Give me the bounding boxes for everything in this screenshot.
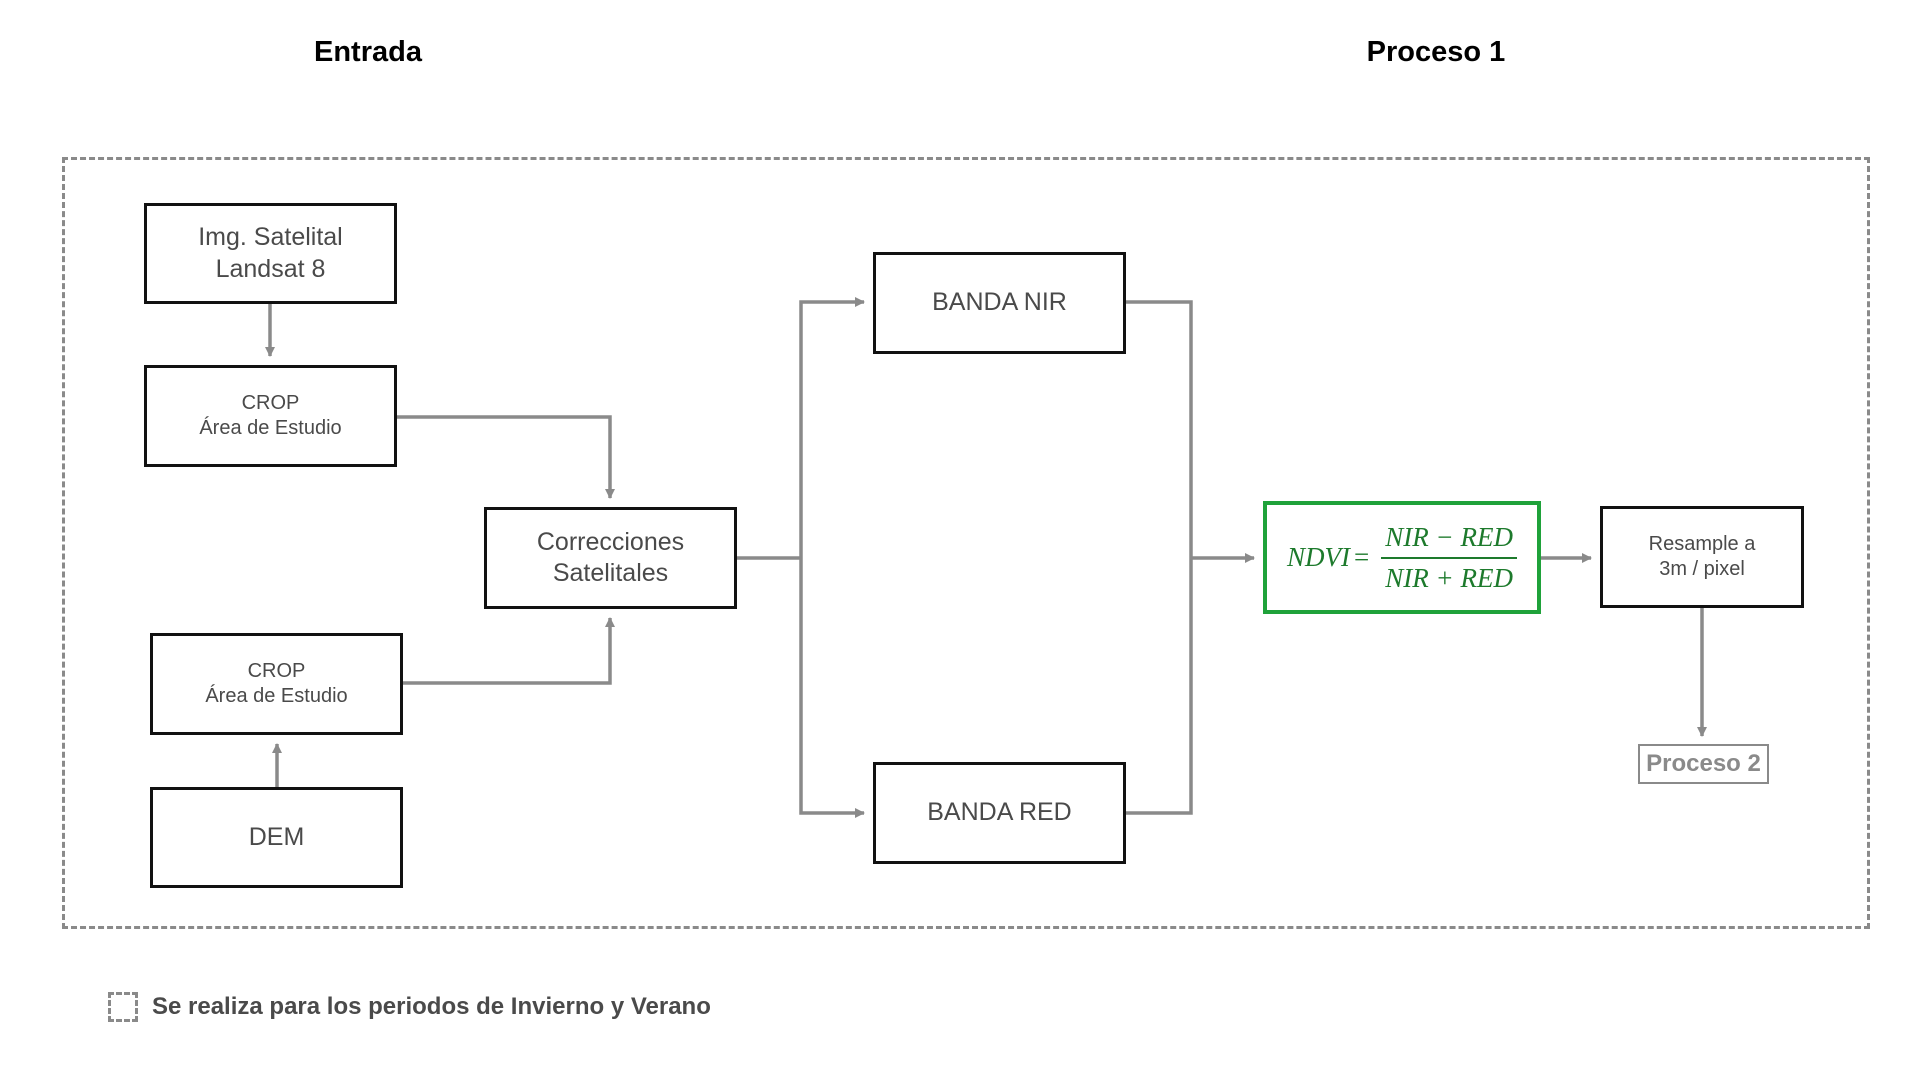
connector-red-merge bbox=[1126, 558, 1193, 815]
node-label-line2: Área de Estudio bbox=[205, 685, 348, 707]
connector-nir-merge bbox=[1126, 300, 1193, 558]
node-ndvi-formula: NDVI = NIR − RED NIR + RED bbox=[1263, 501, 1541, 614]
arrow-crop2-to-correcciones bbox=[403, 617, 615, 685]
node-label-line1: Img. Satelital bbox=[198, 223, 343, 252]
node-label-line1: Correcciones bbox=[536, 527, 685, 556]
node-label-line1: Resample a bbox=[1648, 533, 1756, 555]
node-img-satelital-landsat8: Img. Satelital Landsat 8 bbox=[144, 203, 397, 304]
node-proceso-2: Proceso 2 bbox=[1638, 744, 1769, 784]
node-crop-area-estudio-top: CROP Área de Estudio bbox=[144, 365, 397, 467]
legend: Se realiza para los periodos de Invierno… bbox=[108, 990, 711, 1024]
ndvi-denominator: NIR + RED bbox=[1385, 562, 1513, 593]
node-label-line2: Satelitales bbox=[552, 559, 669, 587]
ndvi-numerator: NIR − RED bbox=[1381, 522, 1517, 559]
node-dem: DEM bbox=[150, 787, 403, 888]
node-resample-3m-pixel: Resample a 3m / pixel bbox=[1600, 506, 1804, 608]
ndvi-fraction: NIR − RED NIR + RED bbox=[1381, 522, 1517, 594]
node-banda-red: BANDA RED bbox=[873, 762, 1126, 864]
node-label-line1: CROP bbox=[241, 392, 300, 414]
heading-proceso-1: Proceso 1 bbox=[1366, 36, 1506, 68]
ndvi-equals-sign: = bbox=[1354, 542, 1370, 572]
node-banda-nir: BANDA NIR bbox=[873, 252, 1126, 354]
node-label: BANDA NIR bbox=[932, 288, 1067, 317]
node-label-line2: Área de Estudio bbox=[199, 417, 342, 439]
arrow-split-to-nir bbox=[799, 297, 865, 558]
node-label: Proceso 2 bbox=[1646, 750, 1761, 777]
dashed-process-frame bbox=[62, 157, 1870, 929]
node-crop-area-estudio-bottom: CROP Área de Estudio bbox=[150, 633, 403, 735]
heading-entrada: Entrada bbox=[314, 36, 422, 68]
arrow-split-to-red bbox=[799, 558, 865, 818]
ndvi-lhs: NDVI bbox=[1287, 542, 1351, 572]
node-label: DEM bbox=[248, 822, 305, 851]
node-correcciones-satelitales: Correcciones Satelitales bbox=[484, 507, 737, 609]
node-label-line2: 3m / pixel bbox=[1659, 558, 1745, 580]
legend-dashed-swatch-icon bbox=[108, 992, 138, 1022]
node-label-line1: CROP bbox=[247, 660, 306, 682]
arrow-crop-to-correcciones bbox=[397, 415, 615, 499]
node-label-line2: Landsat 8 bbox=[215, 254, 326, 283]
node-label: BANDA RED bbox=[927, 798, 1072, 827]
legend-text: Se realiza para los periodos de Invierno… bbox=[152, 993, 711, 1020]
